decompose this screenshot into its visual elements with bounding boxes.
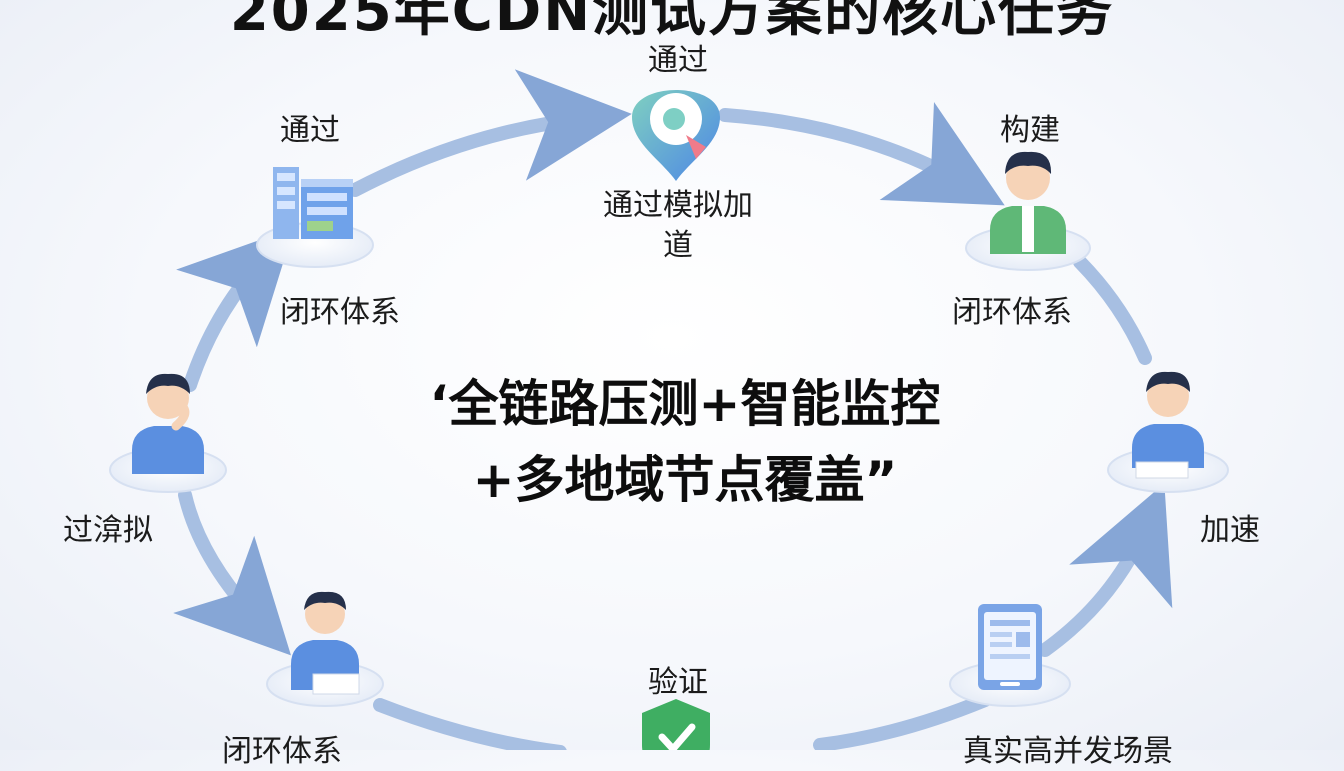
node-upper-left-top-label: 通过	[280, 113, 340, 148]
node-lower-left-bottom-label: 闭环体系	[222, 734, 342, 769]
server-building-icon	[256, 167, 374, 268]
node-right-side-label: 加速	[1200, 513, 1260, 548]
location-pin-icon	[632, 90, 720, 181]
person-thinking-icon	[109, 373, 227, 493]
cycle-diagram	[109, 69, 1229, 750]
arrow-lower-right-to-bottom	[813, 693, 992, 750]
arrow-upper-left-to-top	[348, 69, 632, 197]
arrow-lower-left-to-bottom	[373, 698, 567, 750]
person-laptop-icon	[266, 591, 384, 707]
node-bottom-top-label: 验证	[648, 665, 708, 700]
tablet-document-icon	[949, 604, 1071, 707]
arrow-left-to-lower-left	[173, 488, 291, 656]
node-upper-left-bottom-label: 闭环体系	[280, 295, 400, 330]
person-writing-icon	[1107, 371, 1229, 493]
center-slogan-line2: +多地域节点覆盖”	[472, 451, 898, 509]
node-upper-right-top-label: 构建	[1000, 113, 1060, 148]
shield-check-icon	[642, 699, 710, 750]
arrow-top-to-upper-right	[718, 102, 1005, 206]
center-slogan-line1: ‘全链路压测+智能监控	[429, 375, 941, 433]
node-top-top-label: 通过	[648, 43, 708, 78]
arrow-left-to-upper-left	[176, 227, 295, 392]
page-title: 2025年CDN测试方案的核心任务	[229, 0, 1115, 44]
node-upper-right-bottom-label: 闭环体系	[952, 295, 1072, 330]
arrow-lower-right-to-right	[1038, 483, 1173, 657]
person-green-shirt-icon	[965, 151, 1091, 271]
node-lower-right-bottom-label: 真实高并发场景	[963, 734, 1173, 769]
arrow-upper-right-to-right	[1073, 255, 1152, 365]
node-top-bottom-label: 通过模拟加道	[603, 188, 753, 263]
node-left-side-label: 过渰拟	[63, 513, 153, 548]
cycle-arrows	[173, 69, 1173, 750]
